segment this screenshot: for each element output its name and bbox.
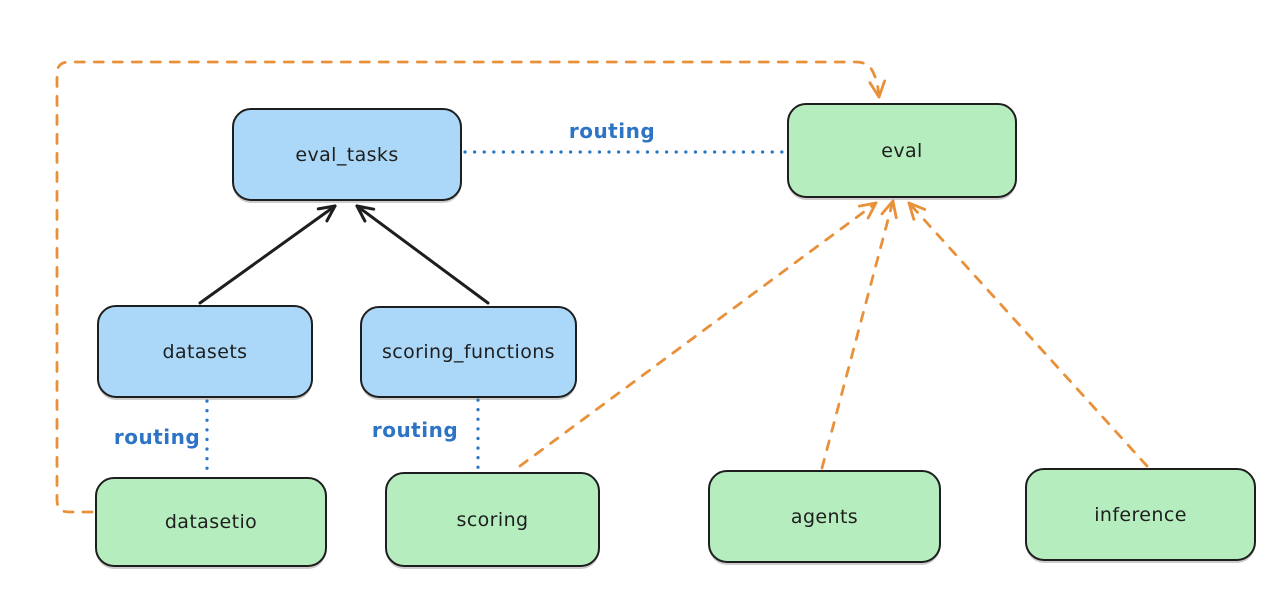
arrow-datasets-to-eval-tasks [198, 204, 337, 305]
node-datasetio: datasetio [95, 477, 327, 567]
node-eval: eval [787, 103, 1017, 198]
node-label-datasets: datasets [162, 340, 248, 363]
arrow-inference-to-eval-arrowhead [907, 201, 916, 221]
node-label-datasetio: datasetio [164, 511, 258, 533]
arrow-scoring-functions-to-eval-tasks-arrowhead [355, 204, 376, 211]
arrow-scoring-to-eval-arrowhead [866, 201, 878, 220]
arrow-scoring-to-eval-arrowhead [857, 201, 878, 208]
arrow-datasets-to-eval-tasks-arrowhead [325, 204, 337, 223]
node-agents: agents [708, 470, 941, 563]
node-datasets: datasets [97, 305, 313, 398]
node-inference: inference [1025, 468, 1256, 561]
arrow-inference-to-eval [907, 201, 1149, 468]
arrow-scoring-functions-to-eval-tasks-arrowhead [355, 204, 367, 223]
node-scoring: scoring [385, 472, 600, 567]
node-label-scoring-functions: scoring_functions [382, 341, 555, 363]
arrow-datasetio-to-eval [55, 60, 881, 514]
node-label-eval-tasks: eval_tasks [295, 143, 399, 166]
arrow-agents-to-eval [820, 199, 895, 470]
arrow-datasetio-to-eval-arrowhead [877, 79, 886, 99]
arrow-agents-to-eval-arrowhead [880, 199, 895, 216]
arrow-datasetio-to-eval-arrowhead [868, 81, 881, 99]
arrow-datasets-to-eval-tasks-arrowhead [316, 204, 337, 211]
arrow-scoring-to-eval [518, 201, 878, 468]
edge-label-routing-left: routing [113, 425, 201, 449]
node-scoring-functions: scoring_functions [360, 306, 577, 398]
arrow-inference-to-eval-arrowhead [907, 201, 927, 211]
arrow-scoring-functions-to-eval-tasks [355, 204, 490, 305]
node-label-eval: eval [881, 139, 923, 162]
edge-label-routing-top: routing [568, 119, 656, 143]
node-label-inference: inference [1094, 503, 1187, 526]
arrow-agents-to-eval-arrowhead [891, 199, 898, 220]
node-label-agents: agents [790, 505, 859, 528]
edge-label-routing-middle: routing [371, 418, 459, 442]
node-label-scoring: scoring [456, 508, 529, 531]
node-eval-tasks: eval_tasks [232, 108, 462, 201]
